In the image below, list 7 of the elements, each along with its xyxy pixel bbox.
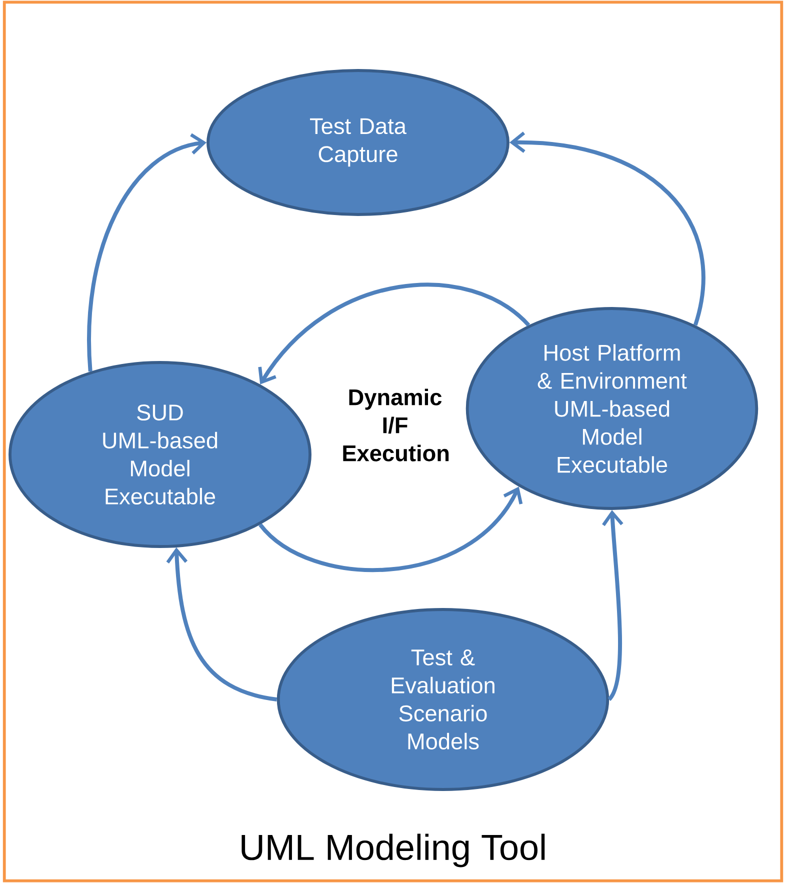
center-label: Dynamic I/F Execution (343, 388, 449, 462)
arrow (166, 547, 278, 702)
arrow (509, 132, 706, 326)
arrow (258, 486, 523, 572)
arrow (602, 510, 624, 701)
arrow (258, 282, 530, 384)
arrow (87, 133, 207, 372)
